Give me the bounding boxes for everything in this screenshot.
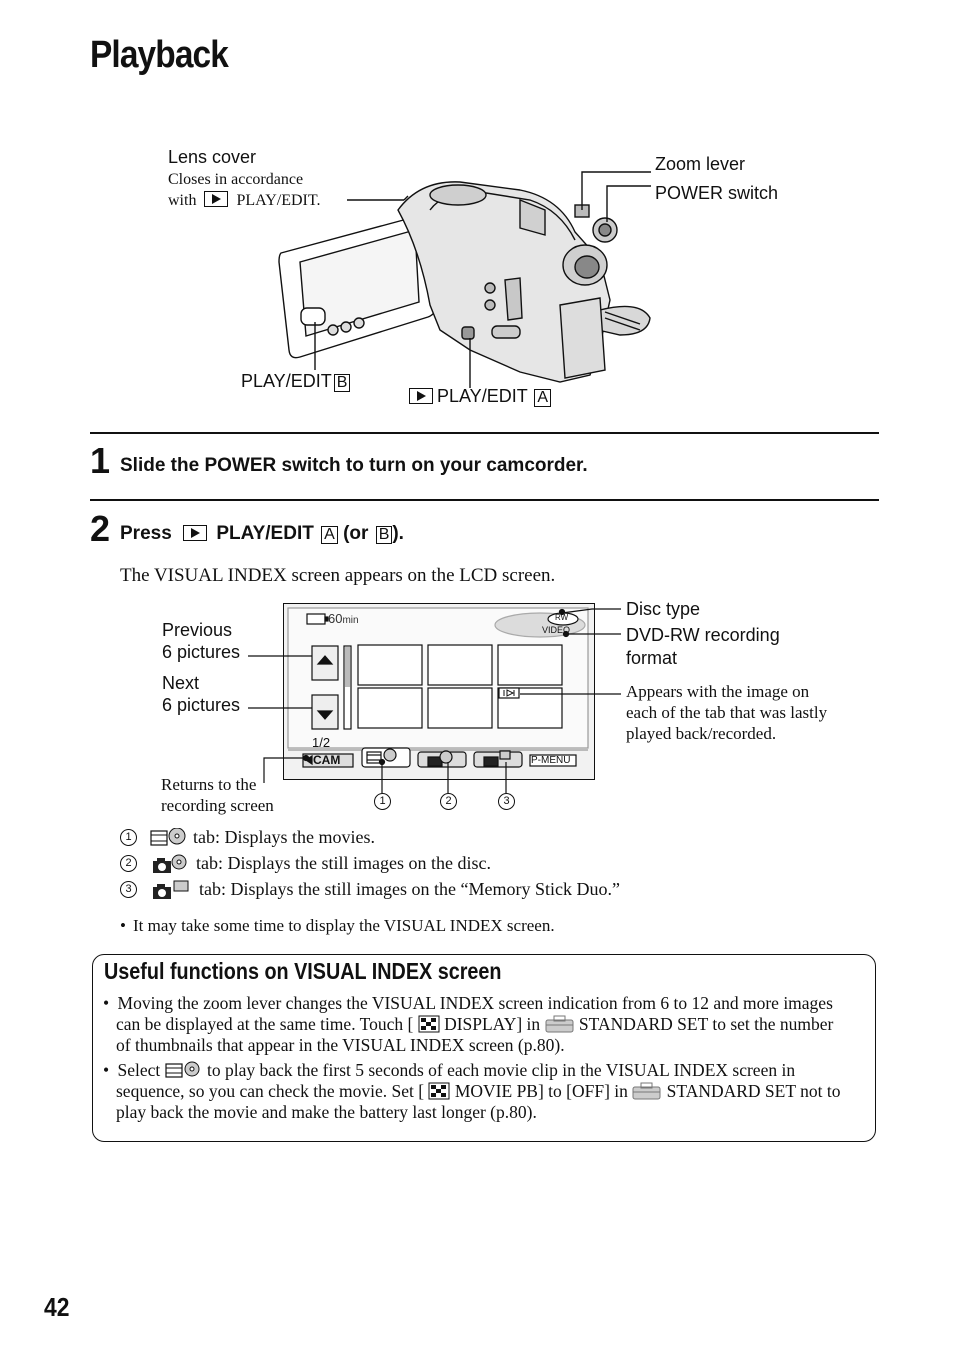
page-title: Playback xyxy=(90,34,229,76)
appears-note-line1: Appears with the image on xyxy=(626,682,810,701)
letter-a-box: A xyxy=(534,389,552,407)
step2-text: Press PLAY/EDIT A (or B). xyxy=(120,523,404,545)
next-label-line2: 6 pictures xyxy=(162,695,241,715)
appears-note-line3: played back/recorded. xyxy=(626,724,777,743)
legend-text-1: tab: Displays the movies. xyxy=(193,827,375,847)
note-bullet: • xyxy=(120,916,126,935)
letter-a-box: A xyxy=(321,526,338,544)
bullet-2-line3: play back the movie and make the battery… xyxy=(116,1102,537,1122)
step2-number: 2 xyxy=(90,508,111,549)
power-switch-label: POWER switch xyxy=(655,183,779,203)
legend-num-3: 3 xyxy=(120,881,137,898)
note-text: It may take some time to display the VIS… xyxy=(133,916,555,935)
callout-2: 2 xyxy=(440,793,457,810)
useful-bullet-1: • Moving the zoom lever changes the VISU… xyxy=(103,993,868,1056)
recording-format-line1: DVD-RW recording xyxy=(626,625,780,645)
bullet-2-line2-b: MOVIE PB] to [OFF] in xyxy=(454,1081,628,1101)
page-number: 42 xyxy=(44,1292,70,1322)
battery-time-unit: min xyxy=(342,615,359,626)
play-icon xyxy=(183,525,208,541)
bullet-dot: • xyxy=(103,1060,110,1080)
battery-time: 60min xyxy=(328,611,359,626)
useful-functions-box xyxy=(92,954,876,1142)
play-icon xyxy=(409,388,433,404)
bullet-1-line2-c: STANDARD SET to set the number xyxy=(578,1014,834,1034)
bullet-dot: • xyxy=(103,993,110,1013)
next-label-line1: Next xyxy=(162,673,200,693)
play-edit-b-text: PLAY/EDIT xyxy=(241,371,332,391)
useful-functions-title: Useful functions on VISUAL INDEX screen xyxy=(104,958,502,984)
play-edit-a-label: PLAY/EDIT A xyxy=(409,385,552,407)
bullet-1-line1-text: Moving the zoom lever changes the VISUAL… xyxy=(117,993,833,1013)
disc-rw-text: RW xyxy=(555,613,569,622)
bullet-2-line2-a: sequence, so you can check the movie. Se… xyxy=(116,1081,425,1101)
play-icon xyxy=(204,191,229,207)
disc-still-tab-icon xyxy=(153,854,187,873)
divider-step2 xyxy=(90,499,879,501)
bullet-2-line2-c: STANDARD SET not to xyxy=(666,1081,841,1101)
letter-b-box: B xyxy=(333,374,351,392)
disc-video-text: VIDEO xyxy=(542,625,571,635)
legend-num-2: 2 xyxy=(120,855,137,872)
previous-label-line1: Previous xyxy=(162,620,233,640)
step1-number: 1 xyxy=(90,440,111,481)
pmenu-button[interactable]: P-MENU xyxy=(531,755,571,766)
recording-format-line2: format xyxy=(626,648,678,668)
battery-time-value: 60 xyxy=(328,611,343,626)
useful-bullet-2: • Select to play back the first 5 second… xyxy=(103,1060,868,1123)
bullet-2-line2: sequence, so you can check the movie. Se… xyxy=(103,1081,868,1102)
callout-1: 1 xyxy=(374,793,391,810)
returns-note-line2: recording screen xyxy=(161,796,274,815)
disc-type-label: Disc type xyxy=(626,599,701,619)
divider-step1 xyxy=(90,432,879,434)
bullet-2-line1-b: to play back the first 5 seconds of each… xyxy=(207,1060,796,1080)
bullet-2-line1: • Select to play back the first 5 second… xyxy=(103,1060,868,1081)
step2-press: Press xyxy=(120,523,172,544)
menu-grid-icon xyxy=(418,1015,440,1033)
letter-b-box: B xyxy=(375,526,393,544)
legend-num-1: 1 xyxy=(120,829,137,846)
menu-grid-icon xyxy=(428,1082,450,1100)
step2-or: (or xyxy=(343,523,369,544)
camcorder-illustration xyxy=(278,171,651,388)
memory-stick-tab-icon xyxy=(153,880,189,899)
page-indicator: 1/2 xyxy=(312,735,331,750)
callout-3: 3 xyxy=(498,793,515,810)
lens-cover-note-prefix: with xyxy=(168,192,197,209)
movie-tab-icon xyxy=(150,828,186,846)
previous-label-line2: 6 pictures xyxy=(162,642,241,662)
bullet-2-line1-a: Select xyxy=(117,1060,161,1080)
appears-note-line2: each of the tab that was lastly xyxy=(626,703,828,722)
step2-description: The VISUAL INDEX screen appears on the L… xyxy=(120,565,556,586)
legend-text-3: tab: Displays the still images on the “M… xyxy=(199,879,620,899)
bullet-1-line2-b: DISPLAY] in xyxy=(444,1014,541,1034)
lens-cover-note-line1: Closes in accordance xyxy=(168,171,304,188)
bullet-1-line2-a: can be displayed at the same time. Touch… xyxy=(116,1014,414,1034)
movie-tab-icon xyxy=(165,1061,200,1078)
visual-index-illustration xyxy=(248,607,621,793)
lens-cover-note-suffix: PLAY/EDIT. xyxy=(236,192,321,209)
bullet-1-line3: of thumbnails that appear in the VISUAL … xyxy=(116,1035,565,1055)
lens-cover-label: Lens cover xyxy=(168,147,257,167)
zoom-lever-label: Zoom lever xyxy=(655,154,746,174)
step2-close: ). xyxy=(392,523,404,544)
camcorder-diagram: Lens cover Closes in accordance with PLA… xyxy=(0,0,954,420)
step2-play-edit: PLAY/EDIT xyxy=(216,523,314,544)
toolbox-icon xyxy=(545,1015,574,1033)
returns-note-line1: Returns to the xyxy=(161,775,257,794)
play-edit-a-text: PLAY/EDIT xyxy=(437,386,528,406)
bullet-1-line2: can be displayed at the same time. Touch… xyxy=(103,1014,868,1035)
bullet-1-line1: • Moving the zoom lever changes the VISU… xyxy=(103,993,868,1014)
toolbox-icon xyxy=(632,1082,661,1100)
lens-cover-note-line2: with PLAY/EDIT. xyxy=(168,190,320,211)
step1-text: Slide the POWER switch to turn on your c… xyxy=(120,455,588,476)
legend-text-2: tab: Displays the still images on the di… xyxy=(196,853,491,873)
cam-button[interactable]: CAM xyxy=(313,753,341,767)
